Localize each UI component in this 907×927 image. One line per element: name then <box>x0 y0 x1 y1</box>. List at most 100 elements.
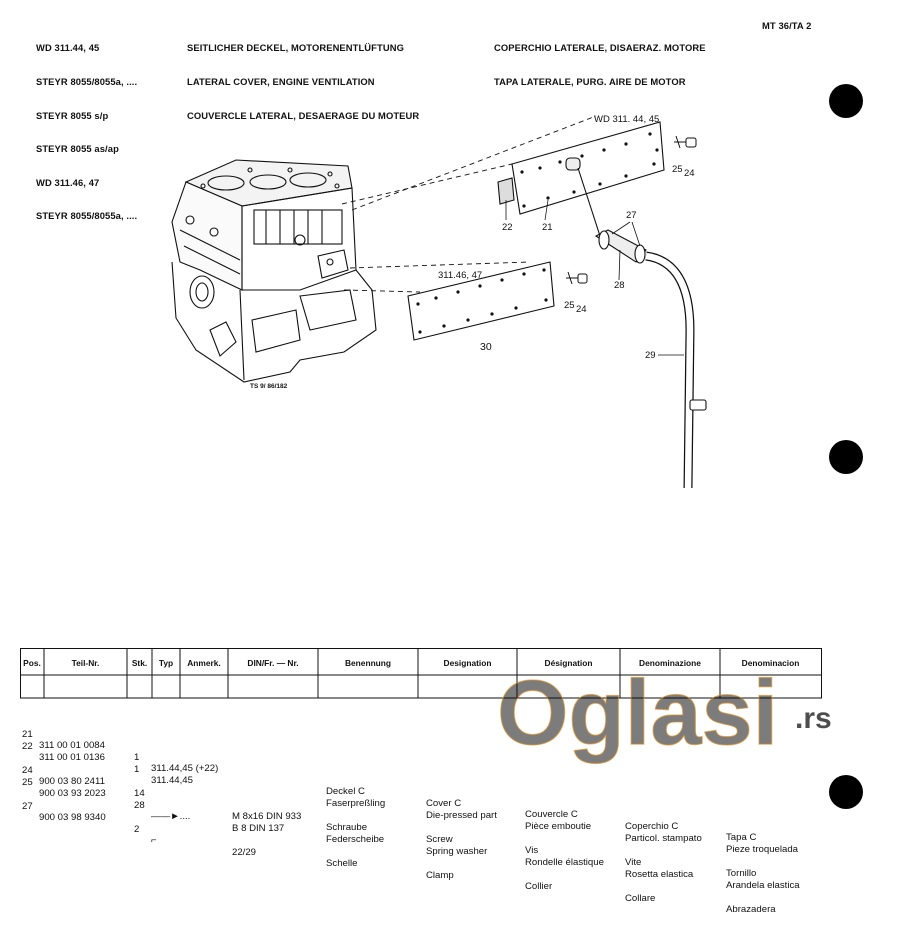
cell-en: Die-pressed part <box>426 809 497 821</box>
title-de: SEITLICHER DECKEL, MOTORENENTLÜFTUNG <box>187 42 404 54</box>
cell-es: Arandela elastica <box>726 880 800 891</box>
drawing-ref: TS 9/ 86/182 <box>250 383 288 390</box>
cell-de: Schelle <box>326 858 358 869</box>
cell-qty: 1 <box>134 751 140 763</box>
table-row: 27 900 03 98 9340 2 ⌐ 22/29 Schelle Clam… <box>20 789 776 927</box>
projection-lines <box>341 115 597 293</box>
cell-en: Clamp <box>426 869 454 881</box>
callout-30: 30 <box>480 341 492 353</box>
cell-es: Tapa C <box>726 832 757 843</box>
callout-25: 25 <box>564 300 575 311</box>
cell-it: Coperchio C <box>625 820 679 832</box>
th-type: Typ <box>158 658 174 668</box>
model-line: STEYR 8055 as/ap <box>36 143 119 155</box>
cell-en: Spring washer <box>426 845 488 857</box>
model-line: WD 311.44, 45 <box>36 42 100 54</box>
model-list: WD 311.44, 45 STEYR 8055/8055a, .... STE… <box>36 20 137 233</box>
cell-de: Deckel C <box>326 786 365 797</box>
cell-din: M 8x16 DIN 933 <box>232 810 302 822</box>
cell-pos: 22 <box>22 740 33 752</box>
cell-de: Faserpreßling <box>326 798 386 809</box>
cell-fr: Collier <box>525 881 553 892</box>
cover-30 <box>407 261 555 341</box>
callout-22: 22 <box>502 222 513 233</box>
th-designation-en: Designation <box>443 658 492 668</box>
engine-block <box>171 159 377 383</box>
cell-es: Abrazadera <box>726 904 776 915</box>
model-line: STEYR 8055 s/p <box>36 109 109 121</box>
cell-pos: 24 <box>22 764 33 776</box>
table-grid <box>20 648 822 699</box>
cell-part-no: 900 03 93 2023 <box>39 788 106 799</box>
binder-hole <box>829 84 863 118</box>
cell-din: B 8 DIN 137 <box>232 822 285 834</box>
callout-24: 24 <box>576 304 587 315</box>
cell-en: Cover C <box>426 797 462 809</box>
cell-it: Rosetta elastica <box>625 868 694 880</box>
cell-fr: Vis <box>525 845 539 856</box>
cell-qty: 1 <box>134 763 140 775</box>
title-block-de-en-fr: SEITLICHER DECKEL, MOTORENENTLÜFTUNG LAT… <box>187 20 419 132</box>
breather-hose-assembly <box>577 167 707 489</box>
cell-fr: Couvercle C <box>525 809 578 820</box>
th-qty: Stk. <box>131 658 148 668</box>
callout-29: 29 <box>645 350 656 361</box>
callout-27: 27 <box>626 210 637 221</box>
callout-21: 21 <box>542 222 553 233</box>
title-es: TAPA LATERALE, PURG. AIRE DE MOTOR <box>494 76 686 88</box>
label-311-46-47: 311.46, 47 <box>438 270 482 281</box>
cell-din: 22/29 <box>232 846 257 858</box>
binder-hole <box>829 775 863 809</box>
th-denominacion: Denominacion <box>741 658 800 668</box>
cell-qty: 2 <box>134 823 140 835</box>
th-denominazione: Denominazione <box>639 658 701 668</box>
cell-type: 311.44,45 <box>151 775 193 786</box>
parts-table: Pos. Teil-Nr. Stk. Typ Anmerk. DIN/Fr. —… <box>20 648 822 915</box>
cell-part-no: 311 00 01 0136 <box>39 752 105 763</box>
exploded-parts-diagram: WD 311. 44, 45 311.46, 47 TS 9/ 86/182 2… <box>171 114 707 489</box>
model-line: WD 311.46, 47 <box>36 176 100 188</box>
cell-de: Federscheibe <box>326 834 385 845</box>
title-it: COPERCHIO LATERALE, DISAERAZ. MOTORE <box>494 42 706 54</box>
cell-fr: Rondelle élastique <box>525 857 604 868</box>
label-wd-44-45: WD 311. 44, 45 <box>594 114 659 125</box>
title-en: LATERAL COVER, ENGINE VENTILATION <box>187 76 375 88</box>
cell-es: Pieze troquelada <box>726 844 799 855</box>
cell-it: Vite <box>625 856 642 868</box>
cell-fr: Pièce emboutie <box>525 821 592 832</box>
title-fr: COUVERCLE LATERAL, DESAERAGE DU MOTEUR <box>187 109 420 121</box>
model-line: STEYR 8055/8055a, .... <box>36 210 138 222</box>
cell-it: Collare <box>625 892 656 904</box>
cell-qty: 28 <box>134 799 145 811</box>
cover-21 <box>497 121 665 215</box>
cell-type: ⌐ <box>151 835 157 846</box>
cell-es: Tornillo <box>726 868 757 879</box>
bolt-24-lower <box>566 271 588 285</box>
cell-en: Screw <box>426 833 453 845</box>
model-line: STEYR 8055/8055a, .... <box>36 76 138 88</box>
title-block-it-es: COPERCHIO LATERALE, DISAERAZ. MOTORE TAP… <box>494 20 706 98</box>
cell-part-no: 900 03 98 9340 <box>39 812 106 823</box>
th-part-no: Teil-Nr. <box>71 658 100 668</box>
bolt-24-upper <box>674 135 697 149</box>
leader-lines <box>505 199 684 356</box>
callout-25: 25 <box>672 164 683 175</box>
cell-type: 311.44,45 (+22) <box>151 763 219 774</box>
cell-part-no: 900 03 80 2411 <box>39 776 105 787</box>
diagram-labels: WD 311. 44, 45 311.46, 47 TS 9/ 86/182 2… <box>250 114 695 390</box>
cell-pos: 25 <box>22 776 33 788</box>
cell-qty: 14 <box>134 787 145 799</box>
callout-24: 24 <box>684 168 695 179</box>
binder-hole <box>829 440 863 474</box>
th-designation-fr: Désignation <box>544 658 593 668</box>
th-remark: Anmerk. <box>187 658 221 668</box>
th-din: DIN/Fr. — Nr. <box>247 658 299 668</box>
cell-part-no: 311 00 01 0084 <box>39 740 105 751</box>
cell-type: ——►.... <box>151 811 191 822</box>
th-benennung: Benennung <box>344 658 392 668</box>
cell-pos: 27 <box>22 800 33 812</box>
cell-de: Schraube <box>326 822 368 833</box>
cell-it: Particol. stampato <box>625 832 702 844</box>
callout-28: 28 <box>614 280 625 291</box>
page-code: MT 36/TA 2 <box>762 20 812 31</box>
